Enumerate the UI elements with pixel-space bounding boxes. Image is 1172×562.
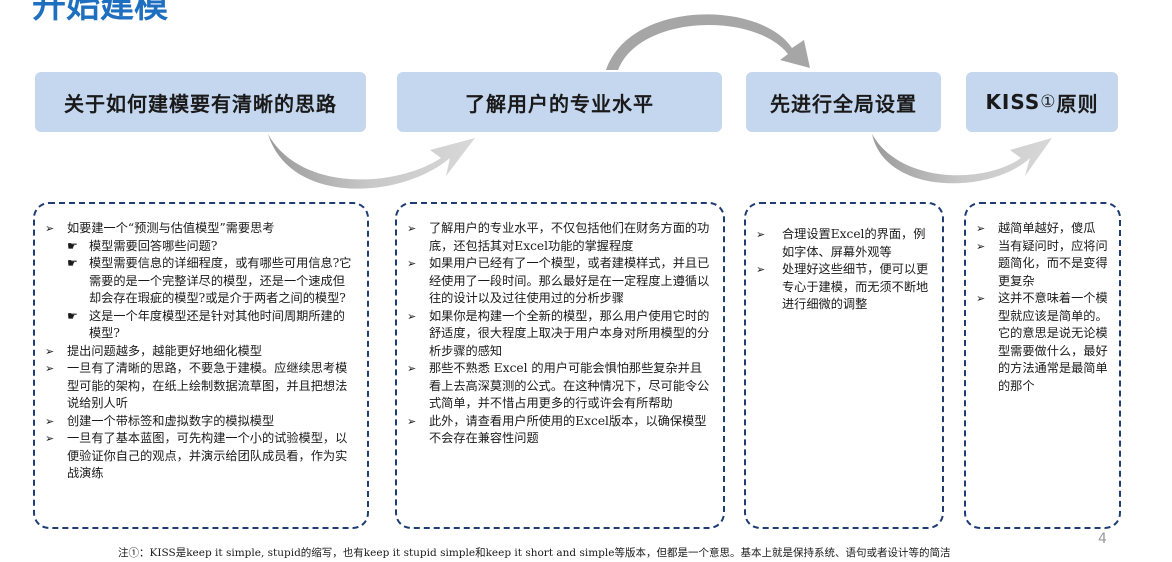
bullet-item: 了解用户的专业水平，不仅包括他们在财务方面的功底，还包括其对Excel功能的掌握…	[407, 220, 713, 255]
footnote-marker: ①	[1040, 92, 1057, 112]
bullet-item: 当有疑问时，应将问题简化，而不是变得更复杂	[976, 238, 1109, 291]
bullet-item: 一旦有了基本蓝图，可先构建一个小的试验模型，以便验证你自己的观点，并演示给团队成…	[45, 430, 357, 483]
header-label: 先进行全局设置	[770, 91, 917, 116]
bullet-item: 越简单越好，傻瓜	[976, 220, 1109, 238]
bullet-item: 如果用户已经有了一个模型，或者建模样式，并且已经使用了一段时间。那么最好是在一定…	[407, 255, 713, 308]
panel-user-expertise: 了解用户的专业水平，不仅包括他们在财务方面的功底，还包括其对Excel功能的掌握…	[395, 202, 725, 529]
slide-title: 开始建模	[32, 0, 168, 26]
header-label: 了解用户的专业水平	[465, 91, 654, 116]
sub-bullet-item: 这是一个年度模型还是针对其他时间周期所建的模型?	[45, 308, 357, 343]
panel-global-settings: 合理设置Excel的界面，例如字体、屏幕外观等 处理好这些细节，便可以更专心于建…	[744, 202, 944, 529]
bullet-item: 此外，请查看用户所使用的Excel版本，以确保模型不会存在兼容性问题	[407, 413, 713, 448]
header-user-expertise: 了解用户的专业水平	[397, 72, 722, 132]
sub-bullet-item: 模型需要信息的详细程度，或有哪些可用信息?它需要的是一个完整详尽的模型，还是一个…	[45, 255, 357, 308]
header-clear-thinking: 关于如何建模要有清晰的思路	[35, 72, 366, 132]
panel-clear-thinking: 如要建一个“预测与估值模型”需要思考 模型需要回答哪些问题? 模型需要信息的详细…	[33, 202, 369, 529]
arrow-lower-1	[268, 134, 475, 189]
bullet-item: 一旦有了清晰的思路，不要急于建模。应继续思考模型可能的架构，在纸上绘制数据流草图…	[45, 360, 357, 413]
footnote: 注①：KISS是keep it simple, stupid的缩写，也有keep…	[118, 547, 951, 559]
bullet-item: 这并不意味着一个模型就应该是简单的。它的意思是说无论模型需要做什么，最好的方法通…	[976, 290, 1109, 395]
arrow-lower-2	[872, 134, 1052, 184]
bullet-item: 如要建一个“预测与估值模型”需要思考	[45, 220, 357, 238]
bullet-item: 那些不熟悉 Excel 的用户可能会惧怕那些复杂并且看上去高深莫测的公式。在这种…	[407, 360, 713, 413]
arrow-upper	[606, 14, 810, 70]
bullet-item: 合理设置Excel的界面，例如字体、屏幕外观等	[756, 226, 932, 261]
panel-kiss-principle: 越简单越好，傻瓜 当有疑问时，应将问题简化，而不是变得更复杂 这并不意味着一个模…	[964, 202, 1121, 529]
header-label-kiss: KISS	[985, 90, 1041, 114]
header-global-settings: 先进行全局设置	[746, 72, 941, 132]
header-label: 关于如何建模要有清晰的思路	[64, 91, 337, 116]
sub-bullet-item: 模型需要回答哪些问题?	[45, 238, 357, 256]
bullet-item: 提出问题越多，越能更好地细化模型	[45, 343, 357, 361]
header-label-suffix: 原则	[1056, 91, 1099, 116]
bullet-item: 如果你是构建一个全新的模型，那么用户使用它时的舒适度，很大程度上取决于用户本身对…	[407, 308, 713, 361]
bullet-item: 处理好这些细节，便可以更专心于建模，而无须不断地进行细微的调整	[756, 261, 932, 314]
bullet-item: 创建一个带标签和虚拟数字的模拟模型	[45, 413, 357, 431]
page-number: 4	[1098, 531, 1107, 547]
